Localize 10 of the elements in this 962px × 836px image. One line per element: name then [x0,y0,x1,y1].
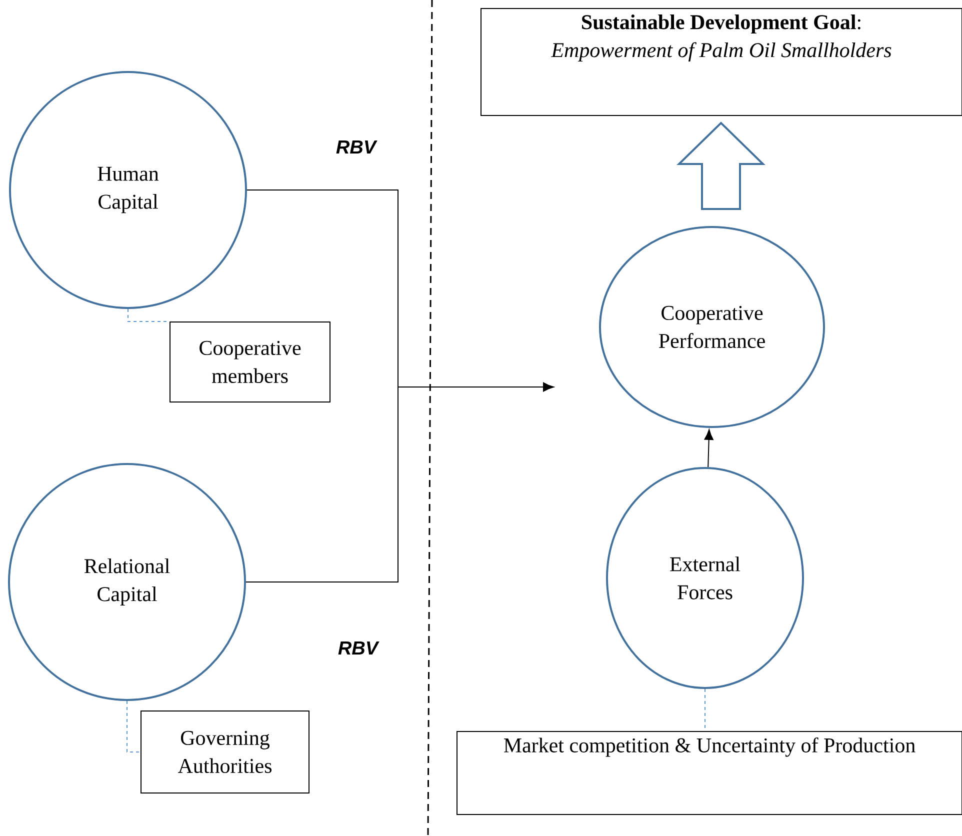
annotation-label: RBV [338,641,380,655]
note-box: Governing Authorities [140,710,310,794]
block-arrow [676,122,766,210]
annotation-label: RBV [336,140,378,154]
factor-box: Market competition & Uncertainty of Production [456,730,962,815]
arrow [704,429,714,468]
arrow [246,382,554,582]
note-box: Cooperative members [170,322,330,402]
goal-box: Sustainable Development Goal: Empowerment of Palm Oil Smallholders [480,8,962,116]
leader-line [126,700,141,752]
